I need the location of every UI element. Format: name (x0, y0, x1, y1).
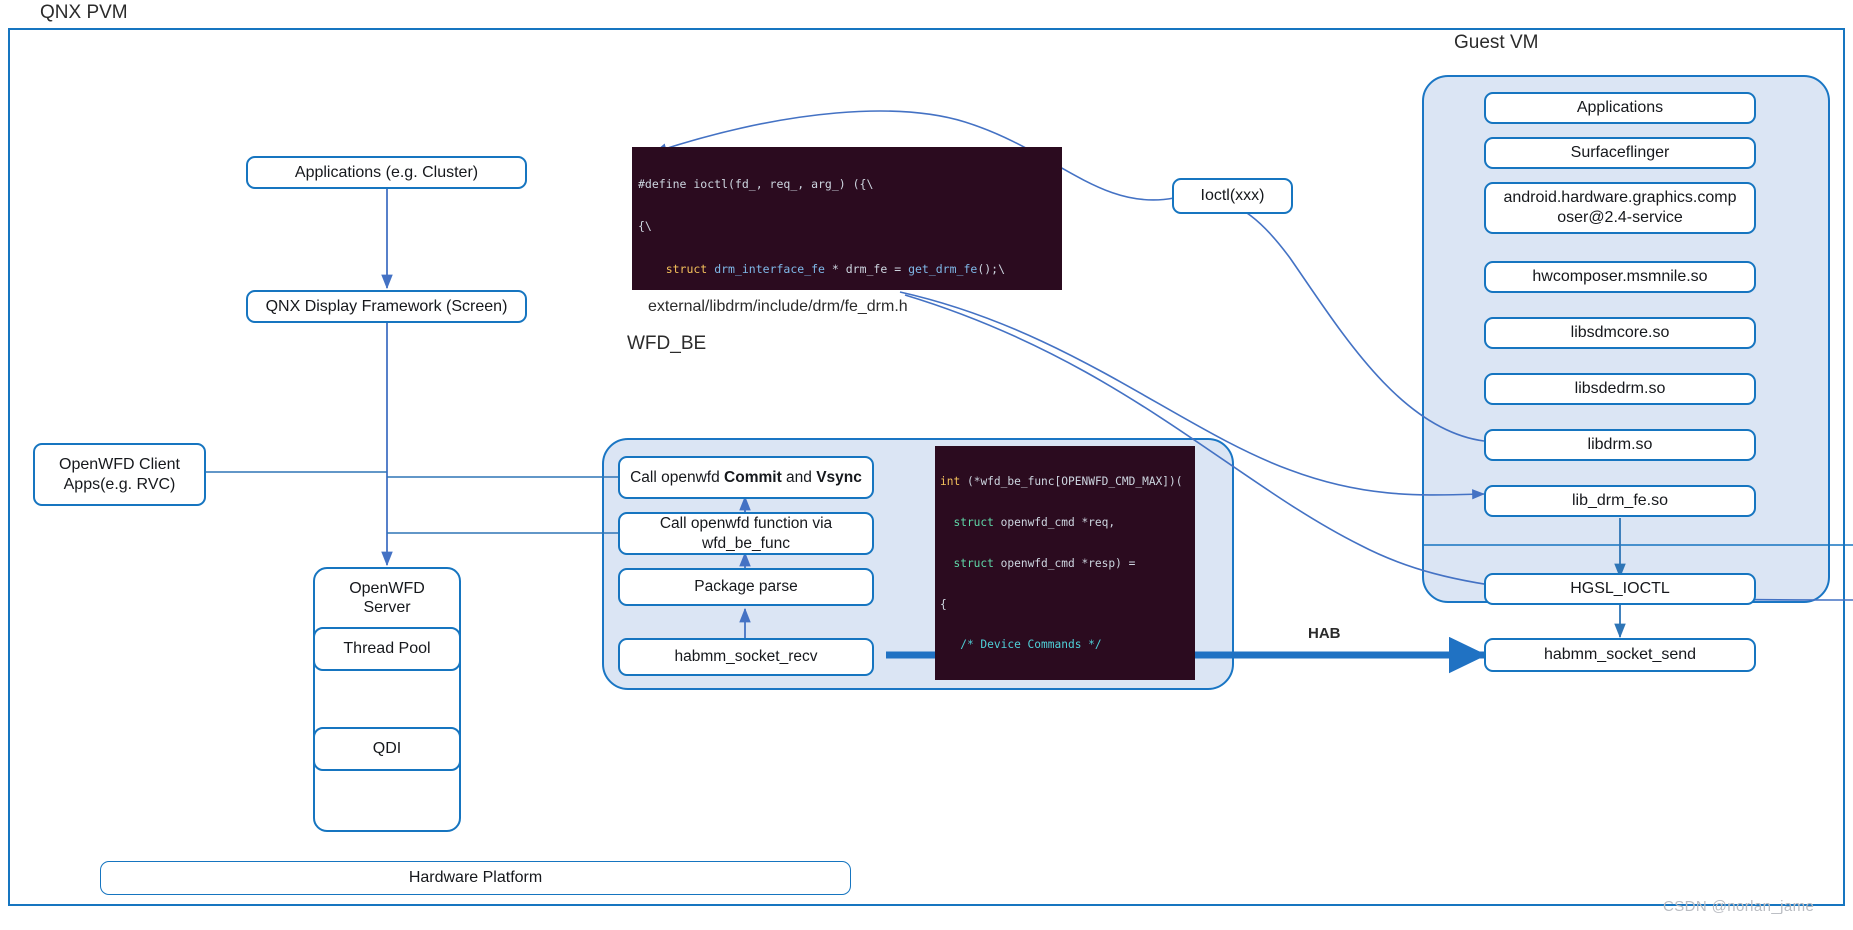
applications-label: Applications (e.g. Cluster) (294, 163, 479, 181)
wfd-be-step-call-func[interactable]: Call openwfd function via wfd_be_func (618, 512, 874, 555)
guest-hwcomposer-label: hwcomposer.msmnile.so (1532, 268, 1708, 286)
openwfd-client-apps-box[interactable]: OpenWFD Client Apps(e.g. RVC) (33, 443, 206, 506)
wfd-be-step-call-func-line1: Call openwfd function via (659, 515, 833, 533)
qdi-label: QDI (372, 740, 402, 758)
wfd-be-step-package-parse[interactable]: Package parse (618, 568, 874, 606)
wfd-be-step-commit-vsync-label: Call openwfd Commit and Vsync (630, 468, 862, 486)
guest-libsdmcore-label: libsdmcore.so (1570, 324, 1670, 342)
hab-label: HAB (1308, 625, 1341, 642)
wfd-be-step-habmm-socket-recv-label: habmm_socket_recv (674, 647, 818, 665)
guest-hgsl-ioctl-box[interactable]: HGSL_IOCTL (1484, 573, 1756, 605)
hardware-platform-box[interactable]: Hardware Platform (100, 861, 851, 895)
guest-lib-drm-fe-box[interactable]: lib_drm_fe.so (1484, 485, 1756, 517)
guest-composer-service-line2: oser@2.4-service (1557, 209, 1683, 226)
openwfd-client-apps-line1: OpenWFD Client (59, 456, 180, 474)
fe-drm-code-caption: external/libdrm/include/drm/fe_drm.h (648, 298, 908, 315)
qnx-display-framework-label: QNX Display Framework (Screen) (265, 297, 508, 315)
guest-composer-service-line1: android.hardware.graphics.comp (1503, 189, 1737, 207)
openwfd-client-apps-line2: Apps(e.g. RVC) (63, 475, 176, 493)
guest-libsdedrm-label: libsdedrm.so (1574, 380, 1666, 398)
guest-surfaceflinger-label: Surfaceflinger (1570, 144, 1670, 162)
openwfd-server-container (313, 567, 461, 832)
guest-libdrm-box[interactable]: libdrm.so (1484, 429, 1756, 461)
guest-hwcomposer-box[interactable]: hwcomposer.msmnile.so (1484, 261, 1756, 293)
watermark: CSDN @norlan_jame (1663, 898, 1815, 915)
thread-pool-box[interactable]: Thread Pool (313, 627, 461, 671)
applications-box[interactable]: Applications (e.g. Cluster) (246, 156, 527, 189)
guest-surfaceflinger-box[interactable]: Surfaceflinger (1484, 137, 1756, 169)
guest-habmm-socket-send-label: habmm_socket_send (1543, 646, 1697, 664)
guest-lib-drm-fe-label: lib_drm_fe.so (1571, 492, 1669, 510)
guest-libsdedrm-box[interactable]: libsdedrm.so (1484, 373, 1756, 405)
hardware-platform-label: Hardware Platform (408, 869, 543, 887)
qnx-display-framework-box[interactable]: QNX Display Framework (Screen) (246, 290, 527, 323)
fe-drm-code-block: #define ioctl(fd_, req_, arg_) ({\ {\ st… (632, 147, 1062, 290)
wfd-be-step-call-func-line2: wfd_be_func (702, 534, 790, 552)
qnx-pvm-title: QNX PVM (40, 2, 128, 23)
wfd-be-step-commit-vsync[interactable]: Call openwfd Commit and Vsync (618, 456, 874, 499)
guest-habmm-socket-send-box[interactable]: habmm_socket_send (1484, 638, 1756, 672)
guest-hgsl-ioctl-label: HGSL_IOCTL (1570, 580, 1670, 598)
guest-composer-service-box[interactable]: android.hardware.graphics.comp oser@2.4-… (1484, 182, 1756, 234)
openwfd-server-title: OpenWFD Server (313, 575, 461, 621)
openwfd-server-title-line1: OpenWFD (349, 579, 425, 597)
wfd-be-title: WFD_BE (627, 333, 707, 354)
openwfd-server-title-line2: Server (363, 599, 411, 616)
guest-libsdmcore-box[interactable]: libsdmcore.so (1484, 317, 1756, 349)
guest-applications-box[interactable]: Applications (1484, 92, 1756, 124)
guest-applications-label: Applications (1576, 99, 1664, 117)
ioctl-xxx-box[interactable]: Ioctl(xxx) (1172, 178, 1293, 214)
wfd-be-func-code-block: int (*wfd_be_func[OPENWFD_CMD_MAX])( str… (935, 446, 1195, 680)
wfd-be-step-package-parse-label: Package parse (694, 577, 798, 595)
thread-pool-label: Thread Pool (343, 640, 431, 658)
ioctl-xxx-label: Ioctl(xxx) (1200, 187, 1265, 205)
guest-libdrm-label: libdrm.so (1587, 436, 1653, 454)
qdi-box[interactable]: QDI (313, 727, 461, 771)
guest-vm-title: Guest VM (1454, 32, 1539, 53)
wfd-be-step-habmm-socket-recv[interactable]: habmm_socket_recv (618, 638, 874, 676)
